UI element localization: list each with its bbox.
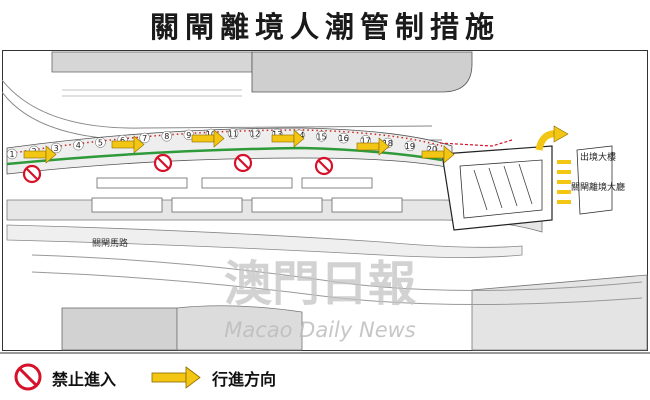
building-block-bottom-left bbox=[61, 307, 178, 351]
queue-number: 16 bbox=[338, 134, 348, 143]
queue-number-marker bbox=[95, 137, 106, 148]
bus-islands bbox=[91, 177, 403, 213]
no-entry-sign bbox=[22, 164, 42, 184]
queue-number-marker bbox=[6, 148, 18, 160]
legend-direction-label: 行進方向 bbox=[212, 370, 277, 389]
queue-number: 10 bbox=[206, 130, 216, 139]
direction-arrow-icon bbox=[151, 366, 201, 389]
queue-number-marker bbox=[161, 130, 172, 142]
direction-arrow bbox=[271, 129, 305, 148]
queue-number: 15 bbox=[316, 132, 326, 141]
queue-number-marker bbox=[249, 128, 261, 139]
building-block-bottom-right bbox=[471, 274, 648, 351]
queue-number: 6 bbox=[120, 136, 125, 145]
queue-number: 1 bbox=[9, 150, 14, 159]
watermark-en: Macao Daily News bbox=[224, 318, 416, 342]
queue-number: 18 bbox=[383, 139, 393, 148]
queue-number: 5 bbox=[98, 138, 103, 147]
no-entry-sign bbox=[233, 153, 253, 173]
legend: 禁止進入 行進方向 bbox=[0, 352, 650, 400]
queue-path bbox=[6, 129, 443, 155]
legend-no-entry-label: 禁止進入 bbox=[52, 370, 117, 389]
queue-number: 9 bbox=[186, 131, 191, 140]
direction-arrow bbox=[111, 135, 145, 154]
queue-number-marker bbox=[227, 128, 239, 139]
turn-arrow-head bbox=[553, 125, 569, 143]
page-title: 關閘離境人潮管制措施 bbox=[149, 10, 500, 44]
queue-number-marker bbox=[139, 132, 150, 144]
direction-arrow bbox=[191, 129, 225, 148]
hall-interior bbox=[473, 163, 533, 211]
control-map: 出境大樓 關閘離境大廳 1234567891011121314151617181… bbox=[2, 50, 648, 351]
queue-number-marker bbox=[73, 139, 84, 151]
queue-number: 19 bbox=[405, 142, 415, 151]
no-entry-signs bbox=[22, 153, 334, 184]
queue-number: 13 bbox=[272, 130, 282, 139]
queue-number-marker bbox=[338, 132, 349, 144]
no-entry-icon bbox=[14, 363, 42, 391]
departure-hall bbox=[441, 145, 553, 231]
building-block-top bbox=[251, 51, 473, 93]
queue-number-marker bbox=[316, 131, 327, 142]
hall-arrows bbox=[557, 160, 571, 204]
road-edge-upper bbox=[2, 79, 433, 129]
hall-label-1: 出境大樓 bbox=[580, 151, 616, 163]
queue-number: 8 bbox=[164, 132, 169, 141]
direction-arrow bbox=[356, 137, 390, 156]
building-block-top-left bbox=[51, 51, 253, 73]
queue-number: 11 bbox=[228, 129, 238, 138]
queue-number-marker bbox=[50, 142, 62, 154]
hall-annex bbox=[576, 145, 613, 215]
no-entry-sign bbox=[314, 156, 334, 176]
top-parking bbox=[62, 89, 242, 97]
direction-arrows bbox=[23, 129, 455, 164]
queue-number-marker bbox=[404, 140, 416, 152]
queue-number: 4 bbox=[76, 141, 81, 150]
queue-number: 12 bbox=[250, 129, 260, 138]
barrier-line bbox=[439, 139, 513, 147]
direction-arrow bbox=[421, 145, 455, 164]
building-block-bottom bbox=[176, 305, 303, 351]
direction-arrow bbox=[23, 145, 57, 164]
queue-number: 20 bbox=[427, 145, 437, 154]
queue-number: 3 bbox=[54, 144, 59, 153]
road-label: 關閘馬路 bbox=[92, 237, 128, 249]
road-curve-bottom bbox=[31, 254, 643, 291]
hall-label-2: 關閘離境大廳 bbox=[571, 181, 625, 193]
watermark-cn: 澳門日報 bbox=[224, 256, 416, 312]
road-curve-bottom-2 bbox=[31, 271, 643, 306]
no-entry-sign bbox=[153, 153, 173, 173]
queue-number: 17 bbox=[361, 136, 371, 145]
green-guide-line bbox=[6, 146, 443, 166]
queue-number: 7 bbox=[142, 134, 147, 143]
road-lower-2 bbox=[6, 224, 523, 258]
